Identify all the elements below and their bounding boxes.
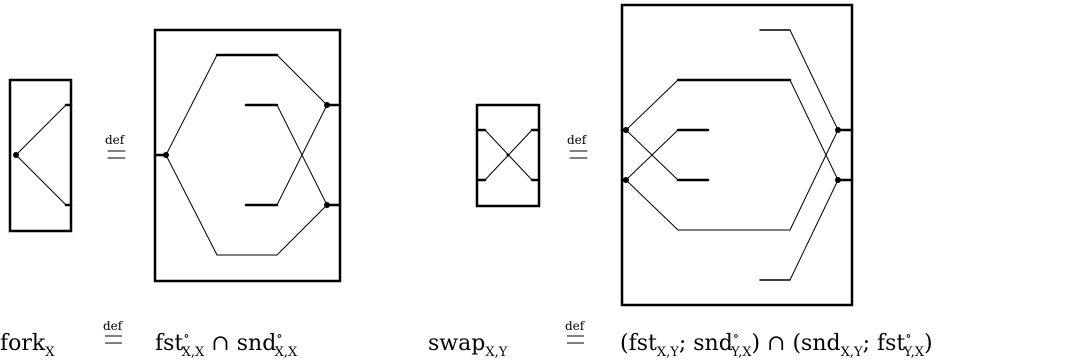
fork-big-cross-b xyxy=(276,104,328,206)
fork-rhs-term-1: fst xyxy=(155,331,183,356)
fork-big-node-out-upper xyxy=(324,102,330,108)
fork-small-node xyxy=(13,152,19,158)
fork-rhs-op: ∩ xyxy=(204,331,236,356)
swap-rhs-part-3: ) ∩ (snd xyxy=(751,331,840,356)
svg-text:swapX,Y: swapX,Y xyxy=(428,331,508,360)
fork-big-wire-top-right xyxy=(276,54,328,106)
swap-rhs-part-4: ; fst xyxy=(863,331,906,356)
fork-big-wire-down xyxy=(165,154,218,256)
fork-small-diagram xyxy=(8,78,73,233)
fork-rhs-term-2: snd xyxy=(237,331,277,356)
swap-small-box xyxy=(475,103,541,208)
fork-small-box xyxy=(8,78,73,233)
fork-def-label-top: def xyxy=(105,133,126,147)
fork-big-wire-up xyxy=(165,54,218,156)
swap-big-box xyxy=(620,3,854,307)
svg-text:forkX: forkX xyxy=(0,331,55,360)
swap-lhs-sub: X,Y xyxy=(485,345,507,360)
swap-big-diagram xyxy=(620,3,854,307)
fork-big-node-in xyxy=(163,152,169,158)
swap-rhs-part-2: ; snd xyxy=(679,331,733,356)
swap-rhs-part-1: (fst xyxy=(620,331,657,356)
svg-text:(fstX,Y; snd∘Y,X) ∩ (sndX,Y; f: (fstX,Y; snd∘Y,X) ∩ (sndX,Y; fst∘Y,X) xyxy=(620,329,933,360)
fork-big-box xyxy=(153,28,342,283)
fork-lhs: fork xyxy=(0,331,46,356)
swap-small-diagram xyxy=(475,103,541,208)
swap-rhs-part-5: ) xyxy=(924,331,933,356)
fork-formula: forkX def fst∘X,X ∩ snd∘X,X xyxy=(0,319,298,360)
fork-big-diagram xyxy=(153,28,342,283)
fork-lhs-sub: X xyxy=(45,345,55,360)
swap-def-equals-top: def xyxy=(567,133,588,159)
fork-def-label: def xyxy=(103,319,124,333)
swap-def-label: def xyxy=(565,319,586,333)
fork-def-equals-top: def xyxy=(105,133,126,159)
swap-lhs: swap xyxy=(428,331,485,356)
swap-def-label-top: def xyxy=(567,133,588,147)
fork-small-wire-lower xyxy=(15,154,67,206)
swap-formula: swapX,Y def (fstX,Y; snd∘Y,X) ∩ (sndX,Y;… xyxy=(428,319,933,360)
fork-big-wire-bottom-right xyxy=(276,204,328,256)
fork-big-node-out-lower xyxy=(324,202,330,208)
fork-small-wire-upper xyxy=(15,104,67,156)
svg-text:fst∘X,X ∩ snd∘X,X: fst∘X,X ∩ snd∘X,X xyxy=(155,329,298,360)
